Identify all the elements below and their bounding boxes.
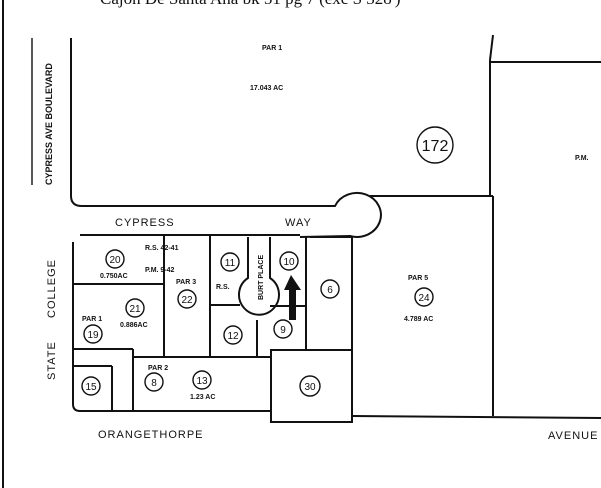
parcel-area: 4.789 AC xyxy=(404,316,433,323)
parcel-label: PAR 3 xyxy=(176,279,196,286)
parcel-numbers: 20 0.750AC R.S. 42-41 P.M. 9-42 21 0.886… xyxy=(81,245,434,401)
parcel-label: PAR 1 xyxy=(262,45,282,52)
parcel-number: 21 xyxy=(129,304,141,315)
street-label: BURT PLACE xyxy=(258,255,265,300)
street-label: CYPRESS xyxy=(115,217,175,229)
parcel-number: 9 xyxy=(280,325,286,336)
street-label-college: COLLEGE xyxy=(46,259,58,318)
street-label: WAY xyxy=(285,217,312,229)
street-label-orangethorpe: ORANGETHORPE xyxy=(98,429,204,441)
survey-ref: P.M. 9-42 xyxy=(145,267,175,274)
cypress-way-cul-de-sac xyxy=(70,191,382,238)
parcel-area: 1.23 AC xyxy=(190,394,215,401)
parcel-number: 11 xyxy=(225,258,236,269)
parcel-number: 30 xyxy=(304,382,316,393)
parcel-number: 10 xyxy=(283,257,295,268)
burt-place-bulb xyxy=(238,237,280,316)
street-label-avenue: AVENUE xyxy=(548,430,598,442)
parcel-number: 8 xyxy=(151,378,157,389)
parcel-area: 17.043 AC xyxy=(250,85,283,92)
parcel-label: PAR 2 xyxy=(148,365,168,372)
street-label-cypress-ave: CYPRESS AVE BOULEVARD xyxy=(44,63,54,185)
arrow-up-icon xyxy=(284,275,301,320)
parcel-number: 15 xyxy=(85,382,97,393)
parcel-number: 6 xyxy=(327,285,333,296)
parcel-30-boundary xyxy=(270,349,353,423)
parcel-area: 0.886AC xyxy=(120,322,148,329)
street-label-state: STATE xyxy=(46,341,58,380)
header-text: Cajon De Santa Ana bk 51 pg 7 (exc S 328… xyxy=(100,0,401,8)
parcel-number: 19 xyxy=(87,330,99,341)
parcel-boundary xyxy=(489,34,494,61)
parcel-label: PAR 5 xyxy=(408,275,428,282)
parcel-172-circle xyxy=(416,126,454,164)
parcel-area: 0.750AC xyxy=(100,273,128,280)
parcel-label: P.M. xyxy=(575,155,589,162)
block-boundary xyxy=(72,234,353,412)
parcel-number: 22 xyxy=(181,295,193,306)
parcel-number: 12 xyxy=(227,331,239,342)
parcel-number: 13 xyxy=(196,376,208,387)
survey-ref: R.S. 42-41 xyxy=(145,245,179,252)
parcel-number: 24 xyxy=(418,293,430,304)
survey-ref: R.S. xyxy=(216,284,230,291)
parcel-number: 172 xyxy=(422,138,449,155)
parcel-number: 20 xyxy=(109,255,121,266)
parcel-label: PAR 1 xyxy=(82,316,102,323)
orangethorpe-line xyxy=(351,415,601,419)
